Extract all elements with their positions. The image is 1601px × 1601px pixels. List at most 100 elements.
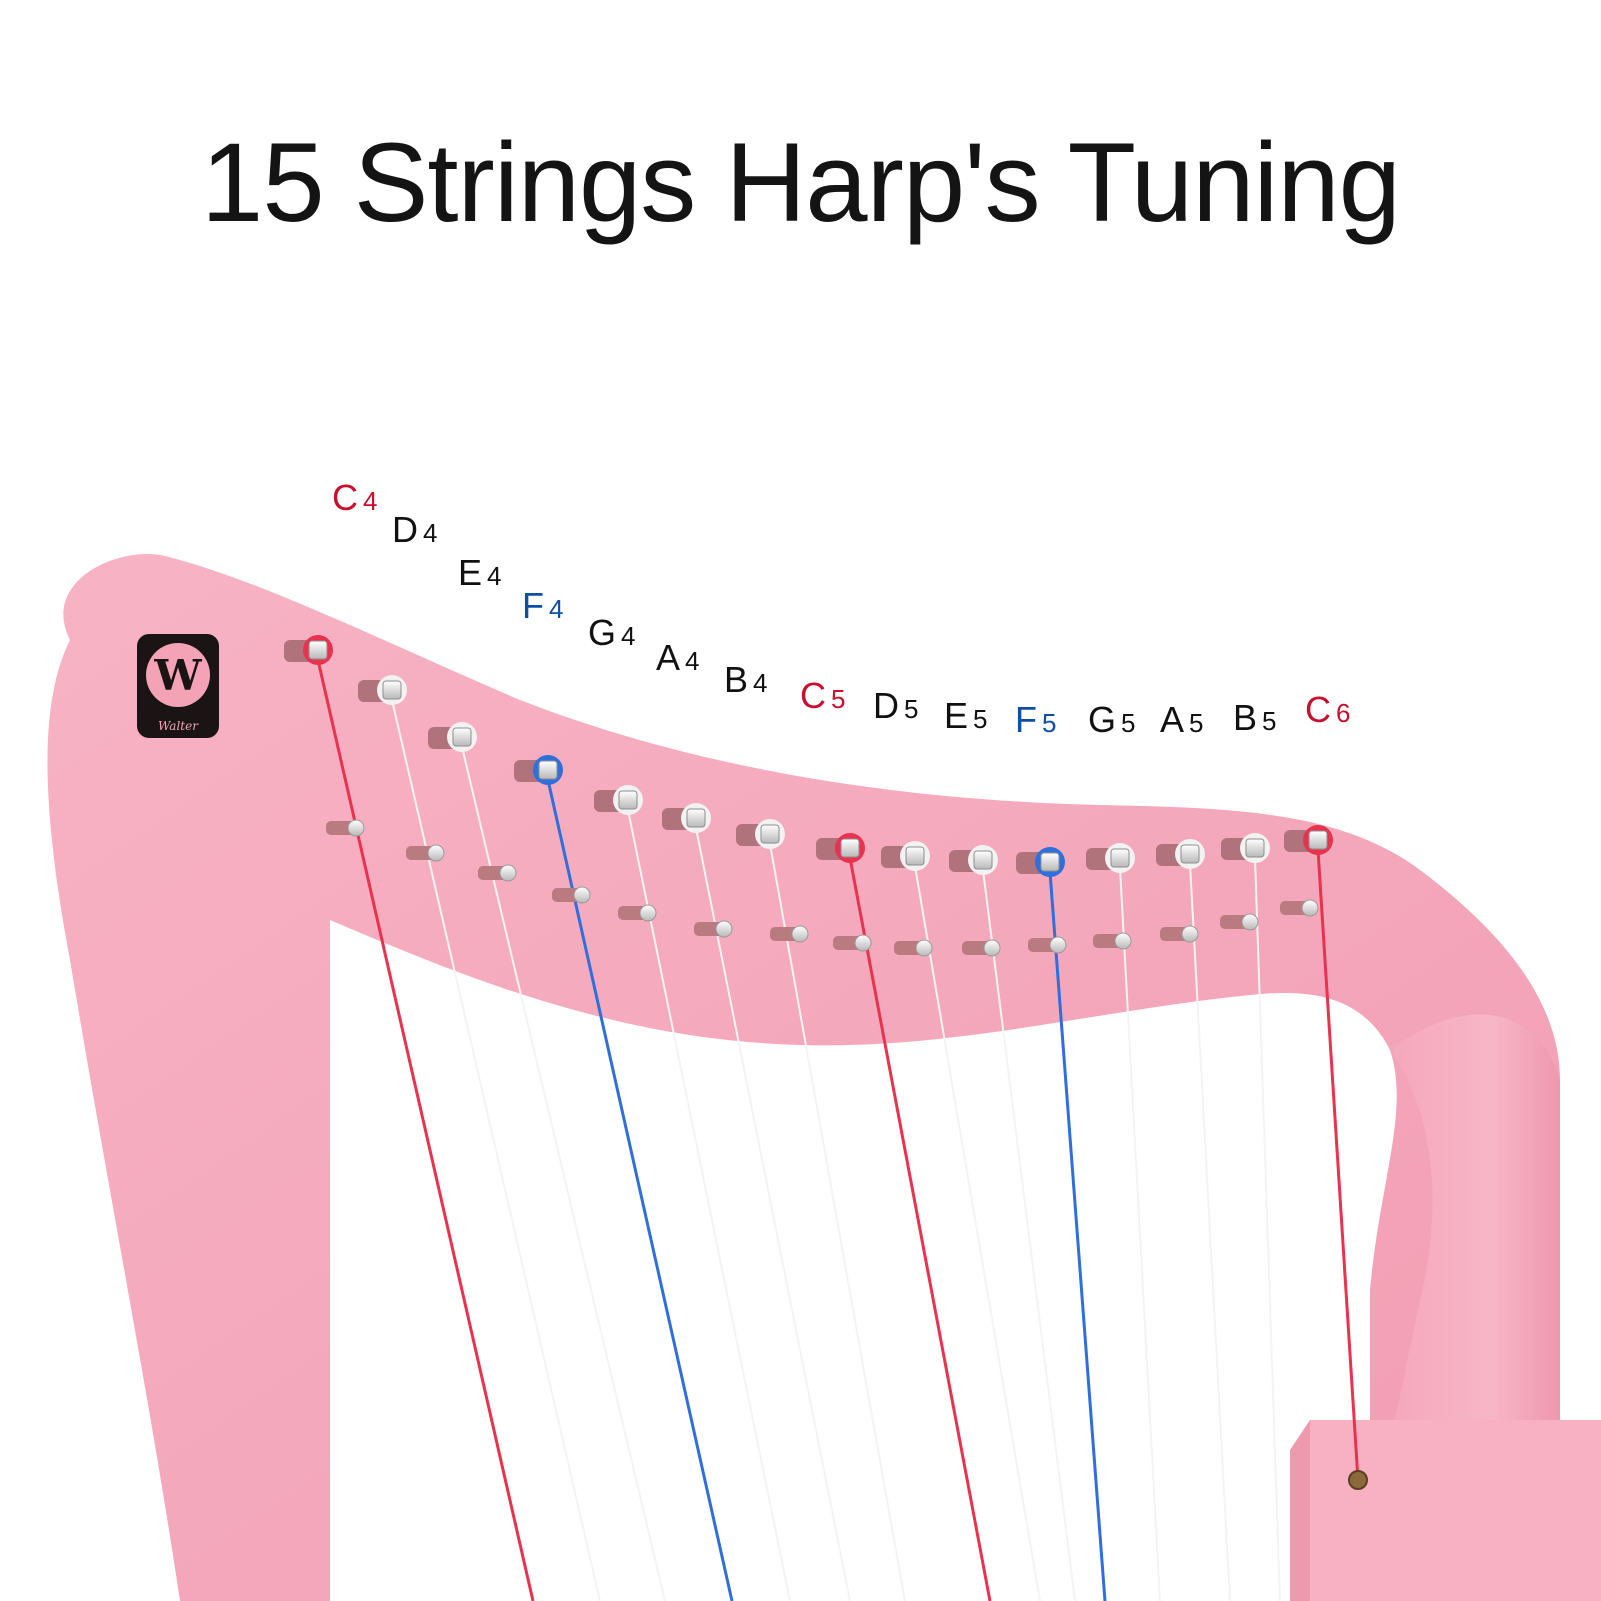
harp-soundbox-shadow bbox=[1290, 1420, 1310, 1601]
harp-string-e4 bbox=[461, 746, 666, 1601]
harp-string-b4 bbox=[769, 843, 906, 1601]
bridge-pin bbox=[894, 939, 933, 957]
harp-string-a4 bbox=[695, 827, 851, 1601]
harp-strings bbox=[316, 659, 1360, 1601]
bridge-pin bbox=[770, 925, 809, 943]
string-eyelet bbox=[1348, 1470, 1368, 1490]
bridge-pin bbox=[1093, 932, 1132, 950]
note-letter: C bbox=[1305, 689, 1331, 730]
note-letter: C bbox=[800, 675, 826, 716]
harp-string-c4 bbox=[316, 659, 535, 1601]
bridge-pin bbox=[694, 920, 733, 938]
note-octave: 6 bbox=[1336, 698, 1350, 728]
tuning-pin-c4[interactable] bbox=[284, 635, 333, 665]
note-letter: F bbox=[522, 585, 544, 626]
harp-string-d5 bbox=[914, 865, 1041, 1601]
note-letter: E bbox=[458, 552, 482, 593]
tuning-pin-e5[interactable] bbox=[949, 845, 998, 875]
bridge-pin bbox=[326, 819, 365, 837]
note-octave: 4 bbox=[549, 594, 563, 624]
harp-right-pillar bbox=[1390, 1014, 1560, 1420]
bridge-pin bbox=[406, 844, 445, 862]
bridge-pin bbox=[833, 934, 872, 952]
brand-logo: W Walter bbox=[137, 634, 219, 738]
tuning-pin-c5[interactable] bbox=[816, 833, 865, 863]
note-letter: E bbox=[944, 695, 968, 736]
tuning-pin-c6[interactable] bbox=[1284, 825, 1333, 855]
tuning-pin-b5[interactable] bbox=[1221, 833, 1270, 863]
tuning-pin-b4[interactable] bbox=[736, 819, 785, 849]
harp-neck bbox=[47, 553, 1560, 1601]
note-octave: 4 bbox=[753, 668, 767, 698]
bridge-pin bbox=[618, 904, 657, 922]
tuning-pins bbox=[284, 635, 1368, 1490]
bridge-pin bbox=[962, 939, 1001, 957]
harp-opening bbox=[334, 925, 1391, 1601]
harp-string-c6 bbox=[1316, 849, 1360, 1481]
harp-string-f5 bbox=[1048, 871, 1107, 1601]
note-octave: 4 bbox=[363, 486, 377, 516]
note-octave: 5 bbox=[1189, 708, 1203, 738]
harp-string-g4 bbox=[627, 809, 791, 1601]
tuning-pin-e4[interactable] bbox=[428, 722, 477, 752]
note-octave: 5 bbox=[831, 684, 845, 714]
harp-string-b5 bbox=[1254, 857, 1281, 1601]
note-letter: C bbox=[332, 477, 358, 518]
harp-string-e5 bbox=[982, 869, 1076, 1601]
note-octave: 4 bbox=[685, 646, 699, 676]
note-octave: 5 bbox=[1042, 708, 1056, 738]
tuning-pin-g5[interactable] bbox=[1086, 843, 1135, 873]
note-octave: 5 bbox=[1121, 708, 1135, 738]
harp-string-a5 bbox=[1189, 863, 1231, 1601]
harp-string-c5 bbox=[848, 857, 992, 1601]
note-octave: 5 bbox=[973, 704, 987, 734]
tuning-pin-d4[interactable] bbox=[358, 675, 407, 705]
bridge-pin bbox=[552, 886, 591, 904]
note-octave: 4 bbox=[423, 518, 437, 548]
tuning-pin-f4[interactable] bbox=[514, 755, 563, 785]
note-octave: 4 bbox=[487, 561, 501, 591]
note-letter: F bbox=[1015, 699, 1037, 740]
note-octave: 5 bbox=[904, 694, 918, 724]
harp-soundbox bbox=[1290, 1420, 1601, 1601]
note-letter: A bbox=[656, 637, 680, 678]
harp-string-g5 bbox=[1119, 867, 1161, 1601]
tuning-pin-a5[interactable] bbox=[1156, 839, 1205, 869]
page-title: 15 Strings Harp's Tuning bbox=[201, 120, 1401, 245]
tuning-pin-a4[interactable] bbox=[662, 803, 711, 833]
note-letter: A bbox=[1160, 699, 1184, 740]
tuning-pin-f5[interactable] bbox=[1016, 847, 1065, 877]
note-letter: D bbox=[392, 509, 418, 550]
harp-string-f4 bbox=[546, 779, 734, 1601]
note-letter: B bbox=[724, 659, 748, 700]
bridge-pin bbox=[1220, 913, 1259, 931]
tuning-pin-d5[interactable] bbox=[881, 841, 930, 871]
logo-brand: Walter bbox=[158, 719, 199, 733]
note-letter: B bbox=[1233, 697, 1257, 738]
bridge-pin bbox=[1280, 899, 1319, 917]
tuning-pin-g4[interactable] bbox=[594, 785, 643, 815]
note-letter: D bbox=[873, 685, 899, 726]
logo-letter: W bbox=[153, 651, 202, 700]
note-octave: 5 bbox=[1262, 706, 1276, 736]
note-octave: 4 bbox=[621, 621, 635, 651]
bridge-pin bbox=[1028, 936, 1067, 954]
bridge-pin bbox=[1160, 925, 1199, 943]
bridge-pin bbox=[478, 864, 517, 882]
